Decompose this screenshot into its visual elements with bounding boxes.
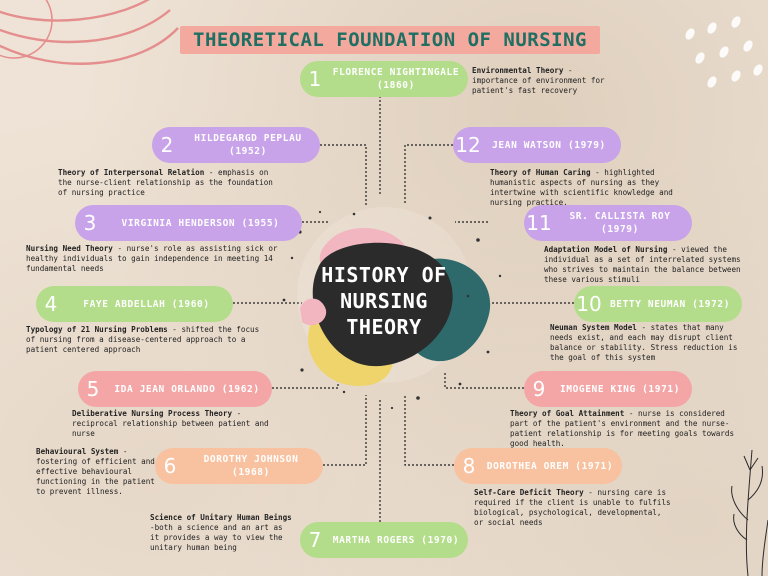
theory-summary: - nurse is considered part of the patien… — [510, 409, 735, 448]
theory-name: Theory of Interpersonal Relation — [58, 168, 205, 177]
theory-summary: - shifted the focus of nursing from a di… — [26, 325, 260, 354]
theorist-pill-10: 10 BETTY NEUMAN (1972) — [574, 286, 742, 322]
theory-description-7: Science of Unitary Human Beings -both a … — [150, 513, 295, 553]
theory-description-2: Theory of Interpersonal Relation - empha… — [58, 168, 278, 198]
theory-description-1: Environmental Theory - importance of env… — [472, 66, 622, 96]
theorist-number: 5 — [86, 377, 100, 401]
theorist-number: 12 — [455, 133, 481, 157]
theory-summary: - nurse's role as assisting sick or heal… — [26, 244, 278, 273]
theory-name: Theory of Human Caring — [490, 168, 591, 177]
theory-summary: -both a science and an art as it provide… — [150, 523, 283, 552]
theorist-number: 2 — [160, 133, 174, 157]
theorist-pill-5: 5 IDA JEAN ORLANDO (1962) — [78, 371, 272, 407]
plant-sketch — [731, 449, 768, 576]
theory-summary: - viewed the individual as a set of inte… — [544, 245, 741, 284]
theory-description-9: Theory of Goal Attainment - nurse is con… — [510, 409, 740, 449]
theorist-pill-1: 1 FLORENCE NIGHTINGALE (1860) — [300, 61, 468, 97]
theorist-name: IMOGENE KING (1971) — [559, 383, 681, 395]
theorist-name: FAYE ABDELLAH (1960) — [83, 298, 210, 310]
theory-description-8: Self-Care Deficit Theory - nursing care … — [474, 488, 674, 528]
center-title-line: THEORY — [346, 315, 422, 339]
theory-name: Behavioural System — [36, 447, 119, 456]
theorist-name: DOROTHY JOHNSON (1968) — [203, 454, 299, 478]
theory-summary: - nursing care is required if the client… — [474, 488, 671, 527]
theory-summary: - importance of environment for patient'… — [472, 66, 605, 95]
theory-name: Environmental Theory — [472, 66, 564, 75]
theorist-number: 3 — [83, 211, 97, 235]
theorist-number: 11 — [526, 211, 552, 235]
theory-summary: - reciprocal relationship between patien… — [72, 409, 269, 438]
theorist-name: BETTY NEUMAN (1972) — [609, 298, 731, 310]
theory-description-5: Deliberative Nursing Process Theory - re… — [72, 409, 282, 439]
theorist-pill-4: 4 FAYE ABDELLAH (1960) — [36, 286, 233, 322]
dots-decoration — [685, 16, 763, 88]
theory-name: Deliberative Nursing Process Theory — [72, 409, 233, 418]
theorist-pill-2: 2 HILDEGARGD PEPLAU (1952) — [152, 127, 320, 163]
center-blob — [282, 207, 502, 410]
title-banner: THEORETICAL FOUNDATION OF NURSING — [180, 26, 600, 54]
theorist-number: 8 — [462, 454, 476, 478]
theorist-number: 6 — [163, 454, 177, 478]
connector-lines — [233, 96, 574, 522]
theorist-pill-7: 7 MARTHA ROGERS (1970) — [300, 522, 468, 558]
theory-name: Theory of Goal Attainment — [510, 409, 625, 418]
theorist-number: 10 — [576, 292, 602, 316]
theorist-name: HILDEGARGD PEPLAU (1952) — [194, 133, 302, 157]
theory-name: Typology of 21 Nursing Problems — [26, 325, 168, 334]
theory-description-3: Nursing Need Theory - nurse's role as as… — [26, 244, 296, 274]
theory-name: Self-Care Deficit Theory — [474, 488, 584, 497]
theory-description-6: Behavioural System - fostering of effici… — [36, 447, 158, 497]
theory-description-12: Theory of Human Caring - highlighted hum… — [490, 168, 680, 208]
page-title: THEORETICAL FOUNDATION OF NURSING — [193, 29, 587, 51]
theorist-pill-11: 11 SR. CALLISTA ROY (1979) — [524, 205, 692, 241]
theorist-name: JEAN WATSON (1979) — [492, 139, 606, 151]
theorist-number: 4 — [44, 292, 58, 316]
theory-name: Neuman System Model — [550, 323, 637, 332]
theorist-pill-3: 3 VIRGINIA HENDERSON (1955) — [75, 205, 302, 241]
theory-description-10: Neuman System Model - states that many n… — [550, 323, 738, 363]
theory-description-11: Adaptation Model of Nursing - viewed the… — [544, 245, 754, 285]
center-title-line: NURSING — [340, 289, 428, 313]
theorist-name: VIRGINIA HENDERSON (1955) — [121, 217, 280, 229]
theory-summary: - highlighted humanistic aspects of nurs… — [490, 168, 673, 207]
theorist-pill-12: 12 JEAN WATSON (1979) — [453, 127, 621, 163]
swirl-decoration — [0, 0, 179, 65]
theory-name: Nursing Need Theory — [26, 244, 113, 253]
theorist-number: 9 — [532, 377, 546, 401]
theorist-number: 1 — [308, 67, 322, 91]
theory-name: Adaptation Model of Nursing — [544, 245, 668, 254]
center-title: HISTORY OF NURSING THEORY — [296, 262, 472, 340]
theorist-pill-9: 9 IMOGENE KING (1971) — [524, 371, 692, 407]
center-title-line: HISTORY OF — [321, 263, 447, 287]
theorist-name: IDA JEAN ORLANDO (1962) — [114, 383, 260, 395]
theorist-pill-8: 8 DOROTHEA OREM (1971) — [454, 448, 622, 484]
theorist-name: FLORENCE NIGHTINGALE (1860) — [332, 67, 460, 91]
theorist-pill-6: 6 DOROTHY JOHNSON (1968) — [155, 448, 323, 484]
theorist-name: SR. CALLISTA ROY (1979) — [569, 211, 671, 235]
theory-description-4: Typology of 21 Nursing Problems - shifte… — [26, 325, 266, 355]
theory-name: Science of Unitary Human Beings — [150, 513, 292, 522]
theory-summary: - states that many needs exist, and each… — [550, 323, 738, 362]
theorist-name: DOROTHEA OREM (1971) — [486, 460, 614, 472]
theory-summary: - emphasis on the nurse-client relations… — [58, 168, 273, 197]
theorist-name: MARTHA ROGERS (1970) — [332, 534, 460, 546]
theory-summary: - fostering of efficient and effective b… — [36, 447, 155, 496]
theorist-number: 7 — [308, 528, 322, 552]
